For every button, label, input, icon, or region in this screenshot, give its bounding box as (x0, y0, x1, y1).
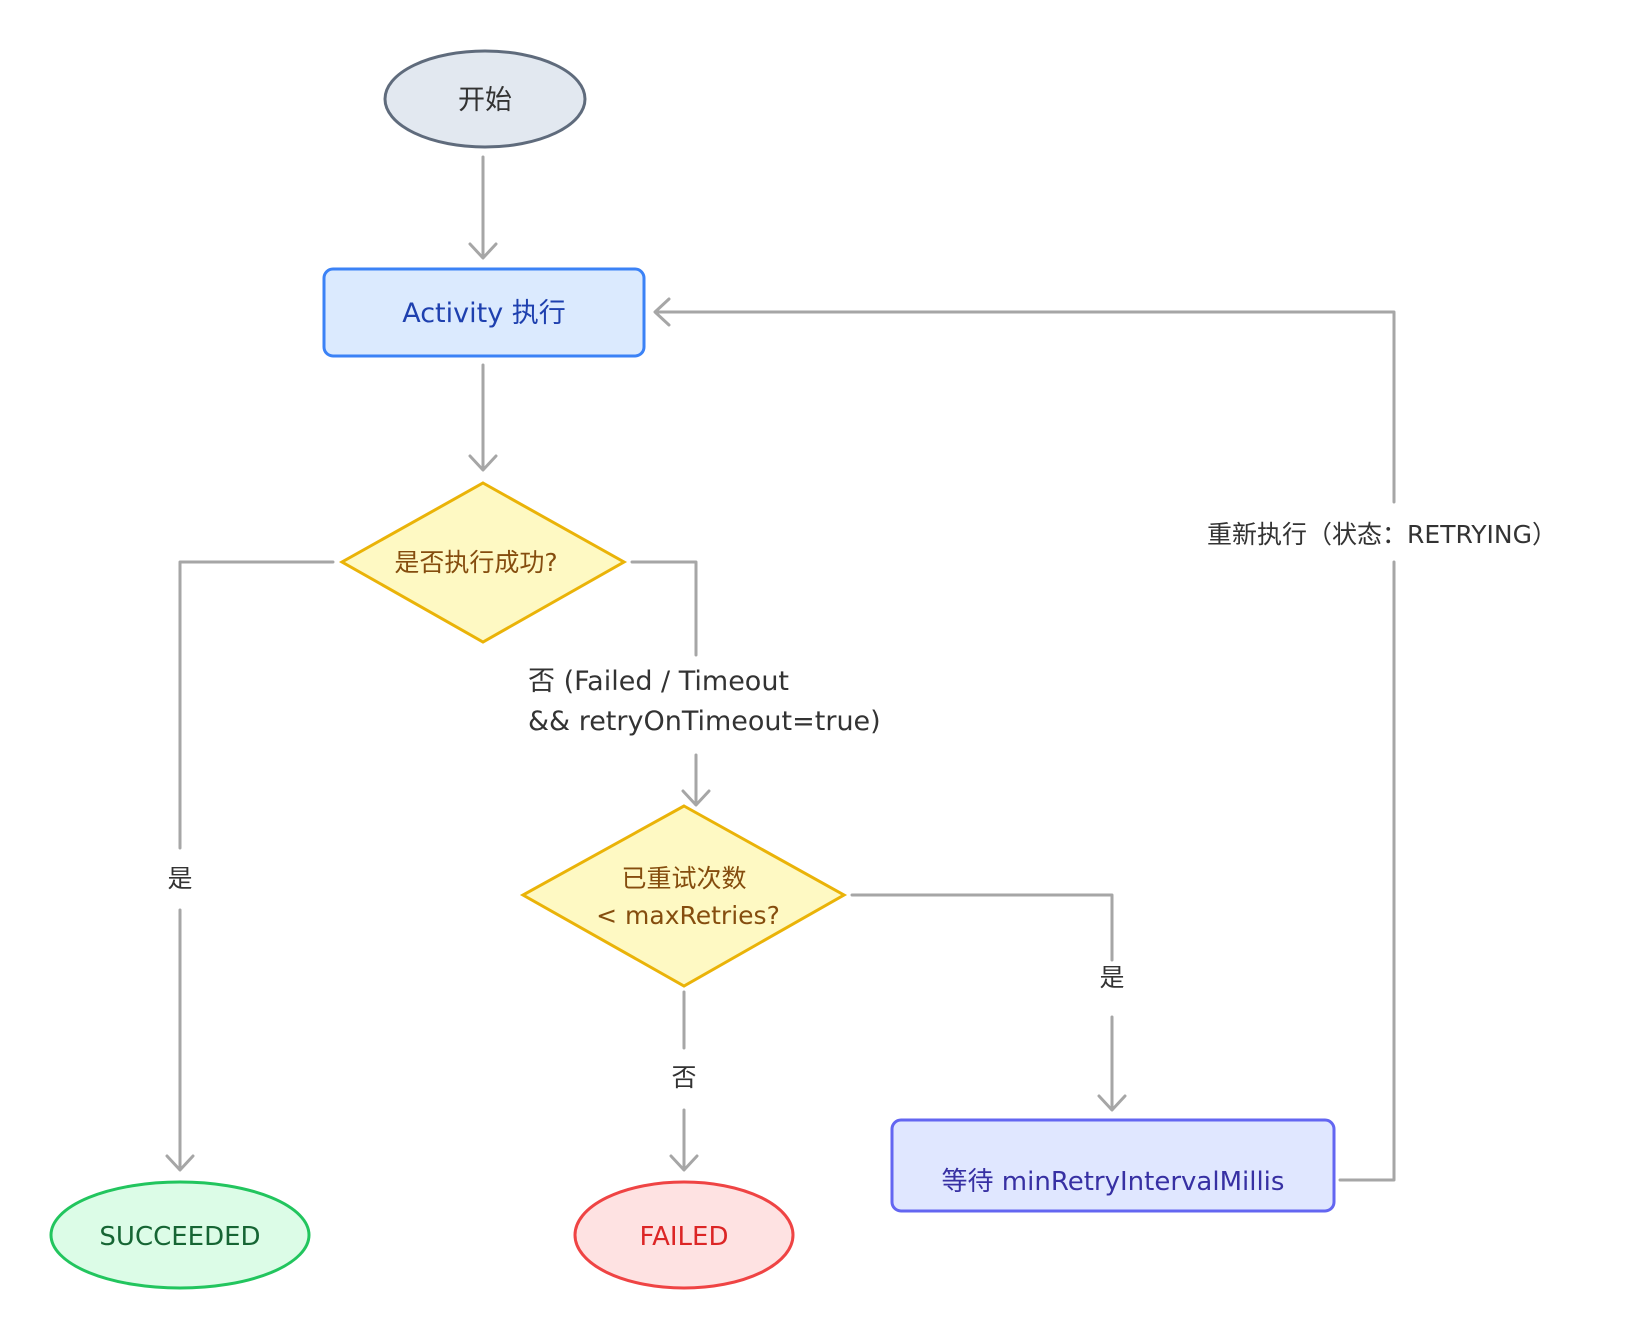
node-wait: 等待 minRetryIntervalMillis (890, 1118, 1336, 1213)
retry-check-shape (519, 804, 848, 988)
edge-labels: 是 否 (Failed / Timeout && retryOnTimeout=… (167, 520, 1556, 1092)
activity-shape (322, 267, 646, 358)
failed-shape (573, 1180, 795, 1290)
edge-wait-to-activity-upper (654, 310, 1396, 504)
arrowhead-succeeded-top (165, 1154, 195, 1172)
edge-label-success-no-line2: && retryOnTimeout=true) (528, 706, 881, 737)
wait-label: 等待 minRetryIntervalMillis (942, 1167, 1285, 1197)
node-succeeded: SUCCEEDED (49, 1180, 311, 1290)
edge-label-retry-no: 否 (671, 1063, 696, 1092)
node-retry-check: 已重试次数 < maxRetries? (519, 804, 848, 988)
failed-label: FAILED (640, 1222, 729, 1252)
node-failed: FAILED (573, 1180, 795, 1290)
edge-check-no-to-retry (630, 560, 698, 657)
succeeded-label: SUCCEEDED (99, 1222, 260, 1252)
edge-label-rerun: 重新执行（状态：RETRYING） (1207, 520, 1557, 549)
edge-check-yes-to-succeeded (178, 560, 335, 850)
retry-check-label-line2: < maxRetries? (596, 901, 780, 930)
arrowhead-wait-top (1097, 1094, 1127, 1112)
start-shape (383, 49, 587, 149)
node-activity: Activity 执行 (322, 267, 646, 358)
node-success-check: 是否执行成功? (338, 481, 628, 644)
arrowhead-failed-top (669, 1154, 699, 1172)
start-label: 开始 (458, 85, 512, 116)
arrowhead-activity-top (468, 242, 498, 260)
succeeded-shape (49, 1180, 311, 1290)
arrowhead-check-top (468, 454, 498, 472)
edge-wait-to-activity (1338, 560, 1396, 1182)
node-start: 开始 (383, 49, 587, 149)
edges (165, 155, 1396, 1182)
activity-label: Activity 执行 (402, 298, 566, 329)
success-check-label: 是否执行成功? (394, 548, 557, 577)
success-check-shape (338, 481, 628, 644)
edge-retry-yes-to-wait (850, 893, 1114, 962)
edge-label-success-yes: 是 (167, 864, 192, 893)
retry-check-label-line1: 已重试次数 (621, 864, 746, 893)
edge-label-success-no-line1: 否 (Failed / Timeout (528, 666, 789, 697)
arrowhead-retry-top (681, 789, 711, 807)
arrowhead-activity-right (653, 297, 671, 327)
edge-label-retry-yes: 是 (1099, 963, 1124, 992)
wait-shape (890, 1118, 1336, 1213)
